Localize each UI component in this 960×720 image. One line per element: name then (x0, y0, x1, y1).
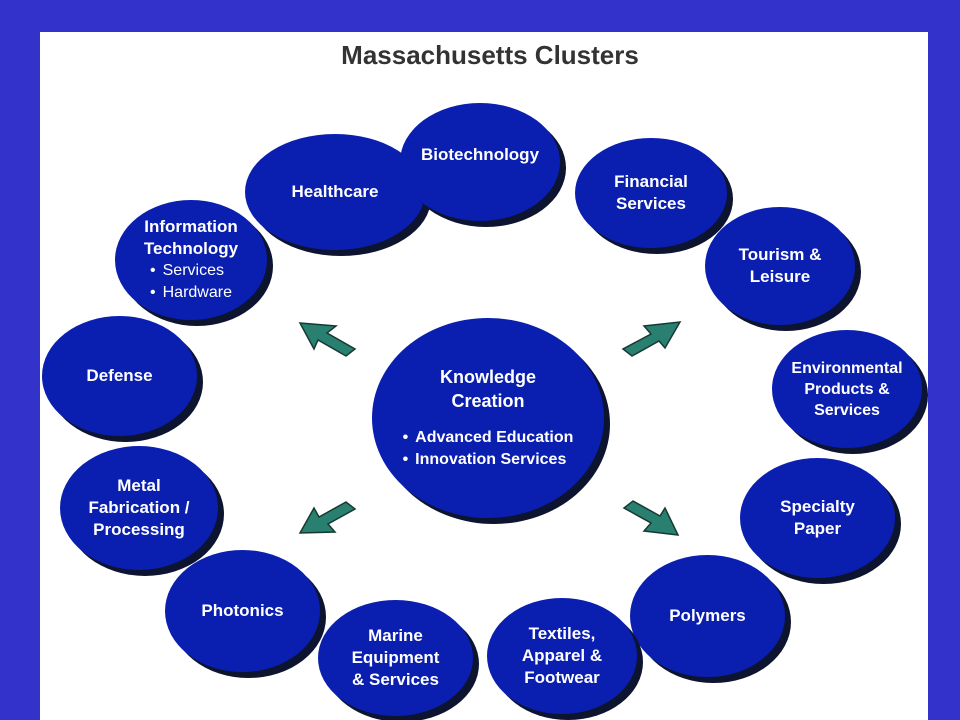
cluster-label: Healthcare (291, 182, 379, 201)
center-items: Advanced Education Innovation Services (403, 427, 574, 471)
cluster-label: Textiles, Apparel & Footwear (521, 624, 603, 687)
arrow-upper-right (621, 321, 682, 357)
cluster-label: Defense (86, 366, 153, 385)
cluster-defense: Defense (42, 316, 197, 436)
center-item: Advanced Education (403, 427, 573, 449)
cluster-photonics: Photonics (165, 550, 320, 672)
cluster-biotechnology: Biotechnology (400, 103, 560, 221)
cluster-healthcare: Healthcare (245, 134, 425, 250)
arrow-upper-left (298, 322, 357, 357)
it-subitems: Services Hardware (150, 260, 232, 304)
cluster-polymers: Polymers (630, 555, 785, 677)
cluster-label: Marine Equipment & Services (351, 626, 440, 689)
cluster-information-technology: Information Technology Services Hardware (115, 200, 267, 320)
cluster-financial-services: Financial Services (575, 138, 727, 248)
cluster-label: Tourism & Leisure (738, 245, 822, 286)
cluster-label: Specialty Paper (780, 497, 855, 538)
cluster-textiles-apparel-footwear: Textiles, Apparel & Footwear (487, 598, 637, 714)
cluster-specialty-paper: Specialty Paper (740, 458, 895, 578)
cluster-label: Financial Services (614, 172, 688, 213)
cluster-label: Biotechnology (420, 144, 540, 164)
center-label: Knowledge Creation (439, 367, 536, 411)
diagram-title: Massachusetts Clusters (341, 40, 639, 70)
arrow-lower-right (622, 500, 680, 536)
cluster-label: Photonics (201, 601, 284, 620)
cluster-metal-fabrication: Metal Fabrication / Processing (60, 446, 218, 570)
center-item: Innovation Services (403, 449, 574, 471)
cluster-label: Polymers (669, 606, 746, 625)
it-subitem: Services (150, 260, 232, 282)
cluster-label: Information Technology (143, 217, 239, 258)
cluster-label: Metal Fabrication / Processing (88, 476, 190, 539)
cluster-marine-equipment: Marine Equipment & Services (318, 600, 473, 716)
it-subitem: Hardware (150, 282, 232, 304)
arrow-lower-left (298, 501, 357, 534)
cluster-environmental-products-services: Environmental Products & Services (772, 330, 922, 448)
cluster-label: Environmental Products & Services (791, 359, 903, 419)
cluster-tourism-leisure: Tourism & Leisure (705, 207, 855, 325)
center-knowledge-creation: Knowledge Creation Advanced Education In… (372, 318, 604, 518)
